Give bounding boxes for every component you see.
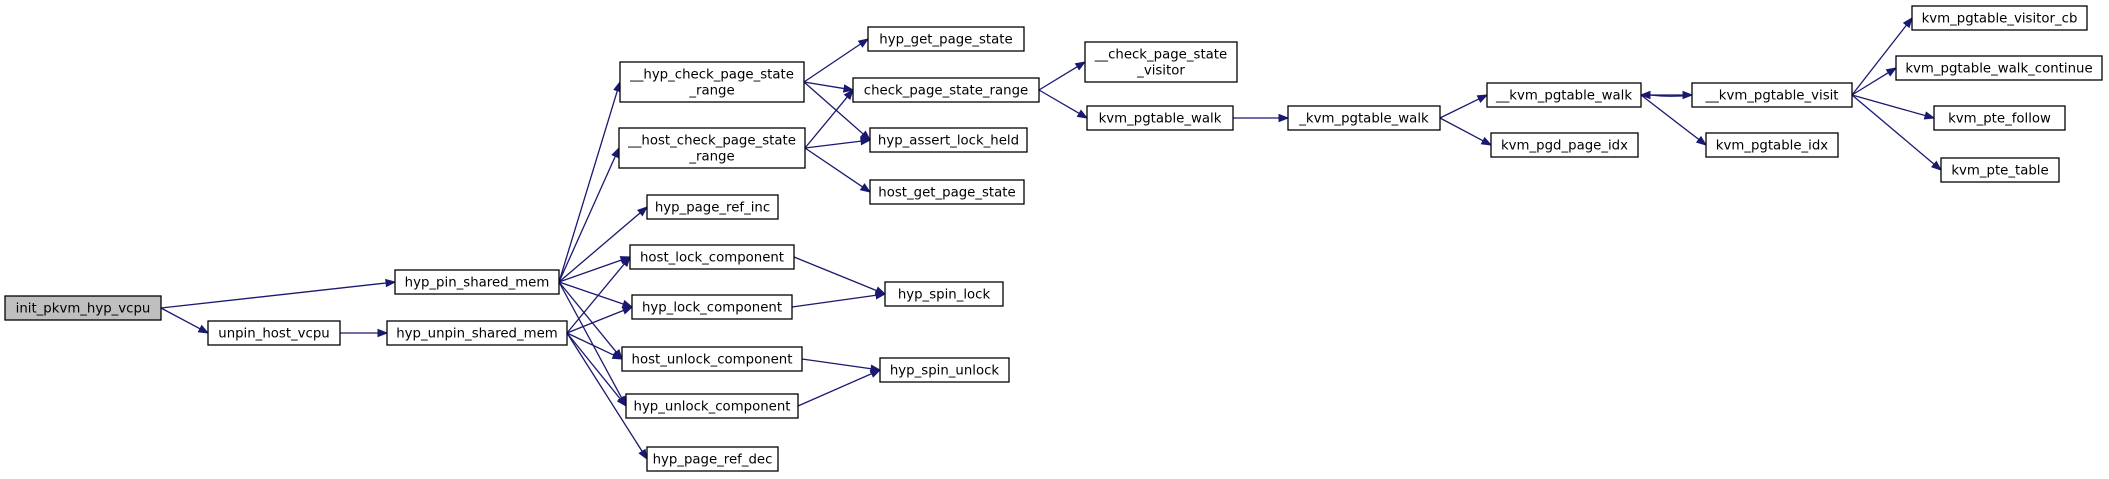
edge-n9-to-n10 xyxy=(1851,16,1913,96)
edge-n27-to-n22 xyxy=(566,306,634,334)
function-node-init-pkvm-hyp-vcpu: init_pkvm_hyp_vcpu xyxy=(4,295,162,321)
function-node-label: _visitor xyxy=(1136,64,1185,79)
function-nodes: init_pkvm_hyp_vcpu hyp_pin_shared_mem __hy… xyxy=(4,5,2103,472)
edge-n27-to-n28 xyxy=(566,332,648,461)
edge-n1-to-n23 xyxy=(558,281,623,361)
function-node-label: kvm_pgtable_visitor_cb xyxy=(1922,12,2078,27)
function-node-label: __hyp_check_page_state xyxy=(629,68,794,83)
function-node-hyp-spin-unlock[interactable]: hyp_spin_unlock xyxy=(879,357,1010,383)
function-node-label: kvm_pgtable_walk_continue xyxy=(1905,62,2092,77)
function-node-host-unlock-component[interactable]: host_unlock_component xyxy=(621,346,803,372)
edge-n4-to-n5 xyxy=(1038,61,1087,91)
edge-n25-to-n24 xyxy=(797,369,882,407)
function-node-label: hyp_page_ref_dec xyxy=(653,453,773,468)
function-node-check-page-state-visitor[interactable]: __check_page_state_visitor xyxy=(1084,41,1238,83)
function-node-kvm-pgtable-visitor-cb[interactable]: kvm_pgtable_visitor_cb xyxy=(1911,5,2088,31)
function-node-label: _range xyxy=(688,150,734,165)
edge-n0-to-n26 xyxy=(160,307,210,334)
function-node-kvm-pgtable-walk-continue[interactable]: kvm_pgtable_walk_continue xyxy=(1895,55,2103,81)
edge-n1-to-n19 xyxy=(558,206,649,283)
function-node-hyp-assert-lock-held[interactable]: hyp_assert_lock_held xyxy=(869,127,1028,153)
edge-n9-to-n13 xyxy=(1851,94,1943,171)
function-node-label: hyp_unpin_shared_mem xyxy=(396,327,557,342)
edge-n27-to-n25 xyxy=(566,332,627,408)
function-node-kvm-pgd-page-idx[interactable]: kvm_pgd_page_idx xyxy=(1490,132,1639,158)
function-node-label: hyp_page_ref_inc xyxy=(655,201,770,216)
function-node-label: __host_check_page_state xyxy=(627,134,796,149)
function-node-label: _kvm_pgtable_walk xyxy=(1298,112,1429,127)
function-node-kvm-pgtable-idx[interactable]: kvm_pgtable_idx xyxy=(1705,132,1839,158)
function-node-hyp-check-page-state-range[interactable]: __hyp_check_page_state_range xyxy=(619,61,805,103)
function-node-check-page-state-range[interactable]: check_page_state_range xyxy=(852,77,1040,103)
function-node-label: unpin_host_vcpu xyxy=(218,327,329,342)
function-node-label: check_page_state_range xyxy=(864,84,1028,99)
function-node-hyp-spin-lock[interactable]: hyp_spin_lock xyxy=(884,281,1004,307)
function-node-label: __kvm_pgtable_walk xyxy=(1495,89,1632,104)
function-node-label: host_unlock_component xyxy=(632,353,793,368)
function-node-kvm-pgtable-walk[interactable]: kvm_pgtable_walk xyxy=(1086,105,1234,131)
edge-n8-to-n14 xyxy=(1640,94,1708,146)
function-node-label: _range xyxy=(688,84,734,99)
edge-n9-to-n12 xyxy=(1851,94,1936,120)
function-node-label: kvm_pgtable_idx xyxy=(1716,139,1829,154)
edge-n20-to-n21 xyxy=(793,256,887,295)
edge-n9-to-n11 xyxy=(1851,67,1898,96)
function-node-host-get-page-state[interactable]: host_get_page_state xyxy=(869,179,1025,205)
edge-n1-to-n22 xyxy=(558,281,634,308)
function-node-label: __check_page_state xyxy=(1094,48,1227,63)
edge-n27-to-n23 xyxy=(566,332,624,360)
function-node-label: hyp_get_page_state xyxy=(879,33,1012,48)
edge-n1-to-n2 xyxy=(558,80,622,283)
function-node-label: kvm_pgtable_walk xyxy=(1099,112,1222,127)
edge-n22-to-n21 xyxy=(791,291,887,308)
function-node-kvm-pgtable-walk[interactable]: __kvm_pgtable_walk xyxy=(1486,82,1642,108)
edge-n2-to-n3 xyxy=(803,38,870,83)
edge-n17-to-n18 xyxy=(804,147,872,193)
function-node-label: hyp_unlock_component xyxy=(634,400,791,415)
edge-n27-to-n20 xyxy=(566,255,631,334)
function-node-label: kvm_pte_follow xyxy=(1948,112,2051,127)
call-edges xyxy=(160,16,1943,461)
function-node-label: host_get_page_state xyxy=(878,186,1015,201)
function-node-kvm-pte-follow[interactable]: kvm_pte_follow xyxy=(1933,105,2066,131)
function-node-kvm-pgtable-visit[interactable]: __kvm_pgtable_visit xyxy=(1691,82,1853,108)
edge-n7-to-n8 xyxy=(1439,94,1489,119)
edge-n1-to-n25 xyxy=(558,281,627,408)
function-node-label: init_pkvm_hyp_vcpu xyxy=(16,302,151,317)
function-node-hyp-unlock-component[interactable]: hyp_unlock_component xyxy=(625,393,799,419)
edge-n17-to-n16 xyxy=(804,136,872,149)
function-node-label: __kvm_pgtable_visit xyxy=(1704,89,1838,104)
function-node-hyp-lock-component[interactable]: hyp_lock_component xyxy=(631,294,793,320)
function-node-hyp-page-ref-inc[interactable]: hyp_page_ref_inc xyxy=(646,194,779,220)
function-node-label: hyp_spin_unlock xyxy=(890,364,1000,379)
edge-n7-to-n15 xyxy=(1439,117,1493,146)
edge-n0-to-n1 xyxy=(160,278,397,309)
function-node-label: hyp_lock_component xyxy=(642,301,782,316)
edge-n26-to-n27 xyxy=(339,328,389,338)
function-node-label: kvm_pgd_page_idx xyxy=(1501,139,1628,154)
function-node-hyp-pin-shared-mem[interactable]: hyp_pin_shared_mem xyxy=(394,269,560,295)
function-node-label: host_lock_component xyxy=(640,251,784,266)
function-node-unpin-host-vcpu[interactable]: unpin_host_vcpu xyxy=(207,320,341,346)
function-node-hyp-unpin-shared-mem[interactable]: hyp_unpin_shared_mem xyxy=(386,320,568,346)
function-node-kvm-pgtable-walk[interactable]: _kvm_pgtable_walk xyxy=(1287,105,1441,131)
edge-n9-to-n8 xyxy=(1639,90,1693,100)
function-node-host-check-page-state-range[interactable]: __host_check_page_state_range xyxy=(618,127,806,169)
edge-n6-to-n7 xyxy=(1233,113,1290,123)
function-node-label: kvm_pte_table xyxy=(1951,164,2048,179)
edge-n1-to-n17 xyxy=(558,146,620,283)
edge-n2-to-n4 xyxy=(803,81,855,93)
function-node-host-lock-component[interactable]: host_lock_component xyxy=(629,244,795,270)
function-node-kvm-pte-table[interactable]: kvm_pte_table xyxy=(1940,157,2060,183)
edge-n23-to-n24 xyxy=(801,358,882,373)
function-node-hyp-get-page-state[interactable]: hyp_get_page_state xyxy=(867,26,1025,52)
function-node-label: hyp_spin_lock xyxy=(898,288,991,303)
edge-n17-to-n4 xyxy=(804,88,854,149)
function-node-label: hyp_assert_lock_held xyxy=(878,134,1019,149)
edge-n4-to-n6 xyxy=(1038,89,1089,119)
function-node-hyp-page-ref-dec[interactable]: hyp_page_ref_dec xyxy=(646,446,779,472)
function-node-label: hyp_pin_shared_mem xyxy=(405,276,550,291)
